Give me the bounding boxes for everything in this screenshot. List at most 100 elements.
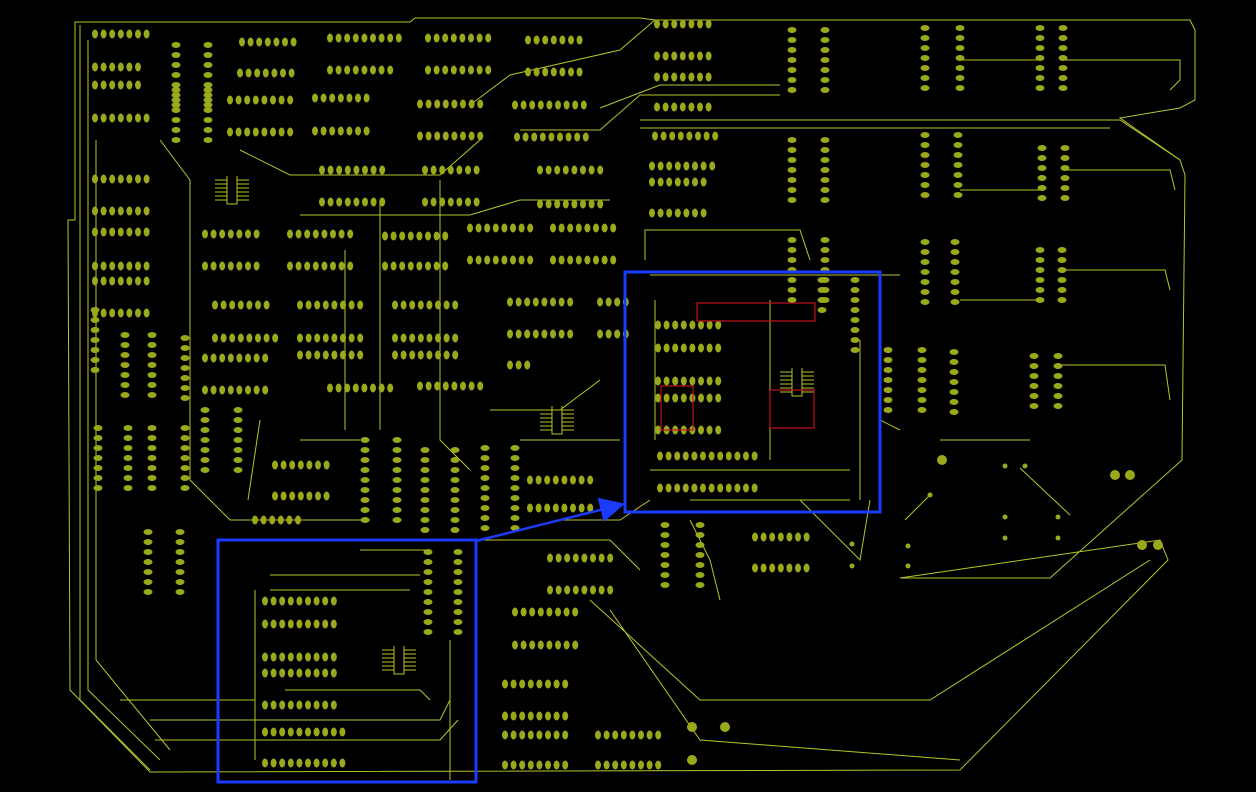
pad: [297, 491, 304, 501]
pad: [180, 355, 190, 361]
pad: [695, 532, 705, 538]
pad: [370, 165, 377, 175]
pad: [485, 65, 492, 75]
pad: [529, 607, 536, 617]
pad: [247, 37, 254, 47]
pad: [387, 65, 394, 75]
pad: [322, 727, 329, 737]
pad: [305, 619, 311, 629]
pad: [434, 381, 441, 391]
pad: [485, 33, 492, 43]
pad: [803, 532, 810, 542]
pad: [239, 37, 245, 47]
pad: [697, 102, 703, 112]
pad: [1029, 403, 1039, 409]
pad: [370, 197, 377, 207]
pad: [662, 19, 669, 29]
pad: [558, 223, 565, 233]
pad: [769, 532, 776, 542]
pad: [92, 80, 98, 90]
pad: [451, 99, 458, 109]
pad: [787, 47, 797, 53]
pad: [817, 277, 827, 283]
trace: [551, 406, 563, 435]
pad: [270, 127, 276, 137]
pad: [820, 177, 830, 183]
pad: [1058, 25, 1068, 31]
pad: [117, 261, 124, 271]
pad: [453, 589, 463, 595]
pad: [688, 102, 695, 112]
pad: [245, 68, 252, 78]
pad: [100, 113, 107, 123]
pad: [423, 609, 433, 615]
pad: [582, 132, 589, 142]
pad: [348, 350, 355, 360]
pad: [512, 100, 518, 110]
pad: [588, 199, 595, 209]
pad: [532, 297, 539, 307]
pad: [715, 320, 722, 330]
pad: [279, 758, 286, 768]
pad: [109, 80, 116, 90]
pad: [1055, 514, 1061, 520]
pad: [400, 350, 407, 360]
pad: [305, 668, 311, 678]
trace: [609, 609, 961, 761]
pad: [849, 563, 855, 569]
pad: [287, 95, 294, 105]
pad: [279, 619, 286, 629]
pad: [587, 475, 594, 485]
pad: [601, 223, 608, 233]
pad: [335, 383, 342, 393]
pad: [519, 760, 526, 770]
pad: [392, 457, 402, 463]
pad: [92, 206, 98, 216]
trace: [159, 139, 370, 521]
pad: [533, 35, 540, 45]
pad: [313, 727, 320, 737]
pad: [590, 585, 596, 595]
pad: [562, 711, 569, 721]
pad: [452, 333, 459, 343]
pad: [473, 197, 480, 207]
pad: [920, 249, 930, 255]
pad: [542, 35, 549, 45]
pad: [120, 392, 130, 398]
pad: [917, 377, 927, 383]
pad: [296, 619, 303, 629]
pad: [400, 333, 407, 343]
pad: [564, 553, 571, 563]
pad: [715, 393, 722, 403]
pad: [135, 80, 141, 90]
pad: [417, 350, 424, 360]
pad: [787, 237, 797, 243]
pad: [117, 80, 124, 90]
pad: [614, 329, 621, 339]
pad: [278, 95, 285, 105]
pad: [787, 197, 797, 203]
pad: [100, 227, 107, 237]
pad: [547, 553, 553, 563]
pad: [687, 755, 697, 765]
pad: [344, 33, 351, 43]
pad-layer: [90, 19, 1163, 770]
pad: [322, 700, 329, 710]
pad: [564, 585, 571, 595]
pad: [476, 65, 483, 75]
trace: [599, 84, 780, 109]
pad: [450, 507, 460, 513]
pad: [683, 161, 690, 171]
pad: [548, 132, 555, 142]
pad: [574, 132, 581, 142]
pad: [688, 72, 695, 82]
pad: [330, 727, 337, 737]
pad: [280, 68, 286, 78]
pad: [460, 381, 466, 391]
pad: [433, 33, 440, 43]
pad: [920, 65, 930, 71]
pad: [817, 297, 827, 303]
pad: [433, 65, 440, 75]
pad: [100, 206, 107, 216]
pad: [237, 300, 244, 310]
